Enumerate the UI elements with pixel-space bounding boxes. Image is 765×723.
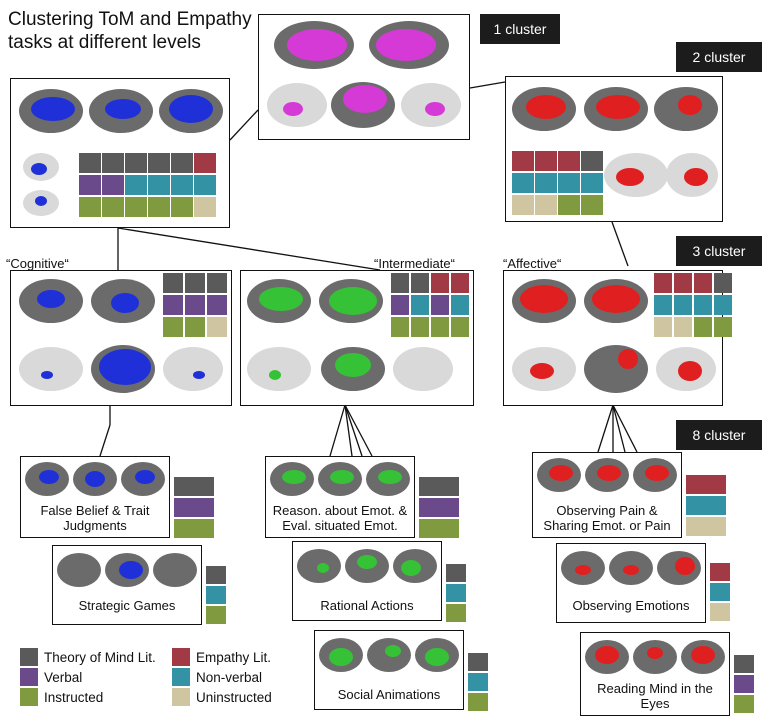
legend-swatch-instructed (20, 688, 38, 706)
group-label-cognitive: “Cognitive“ (6, 256, 69, 271)
legend-swatch-empathy (172, 648, 190, 666)
brain-images-magenta (267, 21, 461, 128)
label-social-animations: Social Animations (337, 687, 441, 702)
brain-images-false-belief (25, 462, 165, 496)
panel-observing-pain: Observing Pain & Sharing Emot. or Pain (532, 452, 682, 538)
matrix-observing-pain (686, 475, 726, 536)
matrix-reading-mind-eyes (734, 655, 754, 713)
brain-images-red (512, 87, 718, 197)
legend-item-verbal: Verbal (20, 668, 82, 686)
badge-2-cluster: 2 cluster (676, 42, 762, 72)
legend-item-instructed: Instructed (20, 688, 103, 706)
label-observing-pain: Observing Pain & Sharing Emot. or Pain (543, 503, 671, 533)
label-reasoning-emotions: Reason. about Emot. & Eval. situated Emo… (272, 503, 408, 533)
brain-images-rational (297, 549, 437, 583)
panel-reading-mind-eyes: Reading Mind in the Eyes (580, 632, 730, 716)
panel-2-cluster-blue (10, 78, 230, 228)
legend-swatch-nonverbal (172, 668, 190, 686)
panel-rational-actions: Rational Actions (292, 541, 442, 621)
brain-images-affective (512, 279, 716, 393)
label-reading-mind-eyes: Reading Mind in the Eyes (597, 681, 713, 711)
panel-social-animations: Social Animations (314, 630, 464, 710)
matrix-reasoning-emotions (419, 477, 459, 538)
matrix-rational-actions (446, 564, 466, 622)
panel-3-cluster-cognitive (10, 270, 232, 406)
brain-images-blue (19, 89, 223, 216)
legend-swatch-uninstructed (172, 688, 190, 706)
panel-1-cluster (258, 14, 470, 140)
matrix-2-cluster-blue (79, 153, 216, 217)
panel-3-cluster-intermediate (240, 270, 474, 406)
group-label-intermediate: “Intermediate“ (374, 256, 455, 271)
legend-swatch-tom (20, 648, 38, 666)
brain-images-intermediate (247, 279, 453, 391)
badge-3-cluster: 3 cluster (676, 236, 762, 266)
panel-strategic-games: Strategic Games (52, 545, 202, 625)
panel-3-cluster-affective (503, 270, 732, 406)
legend-item-nonverbal: Non-verbal (172, 668, 262, 686)
legend-swatch-verbal (20, 668, 38, 686)
legend-item-empathy: Empathy Lit. (172, 648, 271, 666)
label-false-belief: False Belief & Trait Judgments (40, 503, 150, 533)
matrix-2-cluster-red (512, 151, 603, 215)
badge-1-cluster: 1 cluster (480, 14, 560, 44)
brain-images-eyes (585, 640, 725, 674)
label-rational-actions: Rational Actions (320, 598, 414, 613)
brain-images-reasoning (270, 462, 410, 496)
label-observing-emotions: Observing Emotions (572, 598, 690, 613)
matrix-3-cluster-affective (654, 273, 732, 337)
panel-reasoning-emotions: Reason. about Emot. & Eval. situated Emo… (265, 456, 415, 538)
brain-images-emotions (561, 551, 701, 585)
matrix-3-cluster-intermediate (391, 273, 469, 337)
group-label-affective: “Affective“ (503, 256, 562, 271)
legend-item-tom: Theory of Mind Lit. (20, 648, 156, 666)
brain-images-social (319, 638, 459, 672)
figure-title: Clustering ToM and Empathy tasks at diff… (8, 9, 252, 53)
matrix-3-cluster-cognitive (163, 273, 227, 337)
matrix-observing-emotions (710, 563, 730, 621)
badge-8-cluster: 8 cluster (676, 420, 762, 450)
matrix-strategic-games (206, 566, 226, 624)
matrix-false-belief (174, 477, 214, 538)
brain-images-cognitive (19, 279, 223, 393)
panel-2-cluster-red (505, 76, 723, 222)
label-strategic-games: Strategic Games (78, 598, 176, 613)
matrix-social-animations (468, 653, 488, 711)
panel-observing-emotions: Observing Emotions (556, 543, 706, 623)
brain-images-strategic (57, 553, 197, 587)
legend-item-uninstructed: Uninstructed (172, 688, 272, 706)
brain-images-pain (537, 458, 677, 492)
panel-false-belief: False Belief & Trait Judgments (20, 456, 170, 538)
